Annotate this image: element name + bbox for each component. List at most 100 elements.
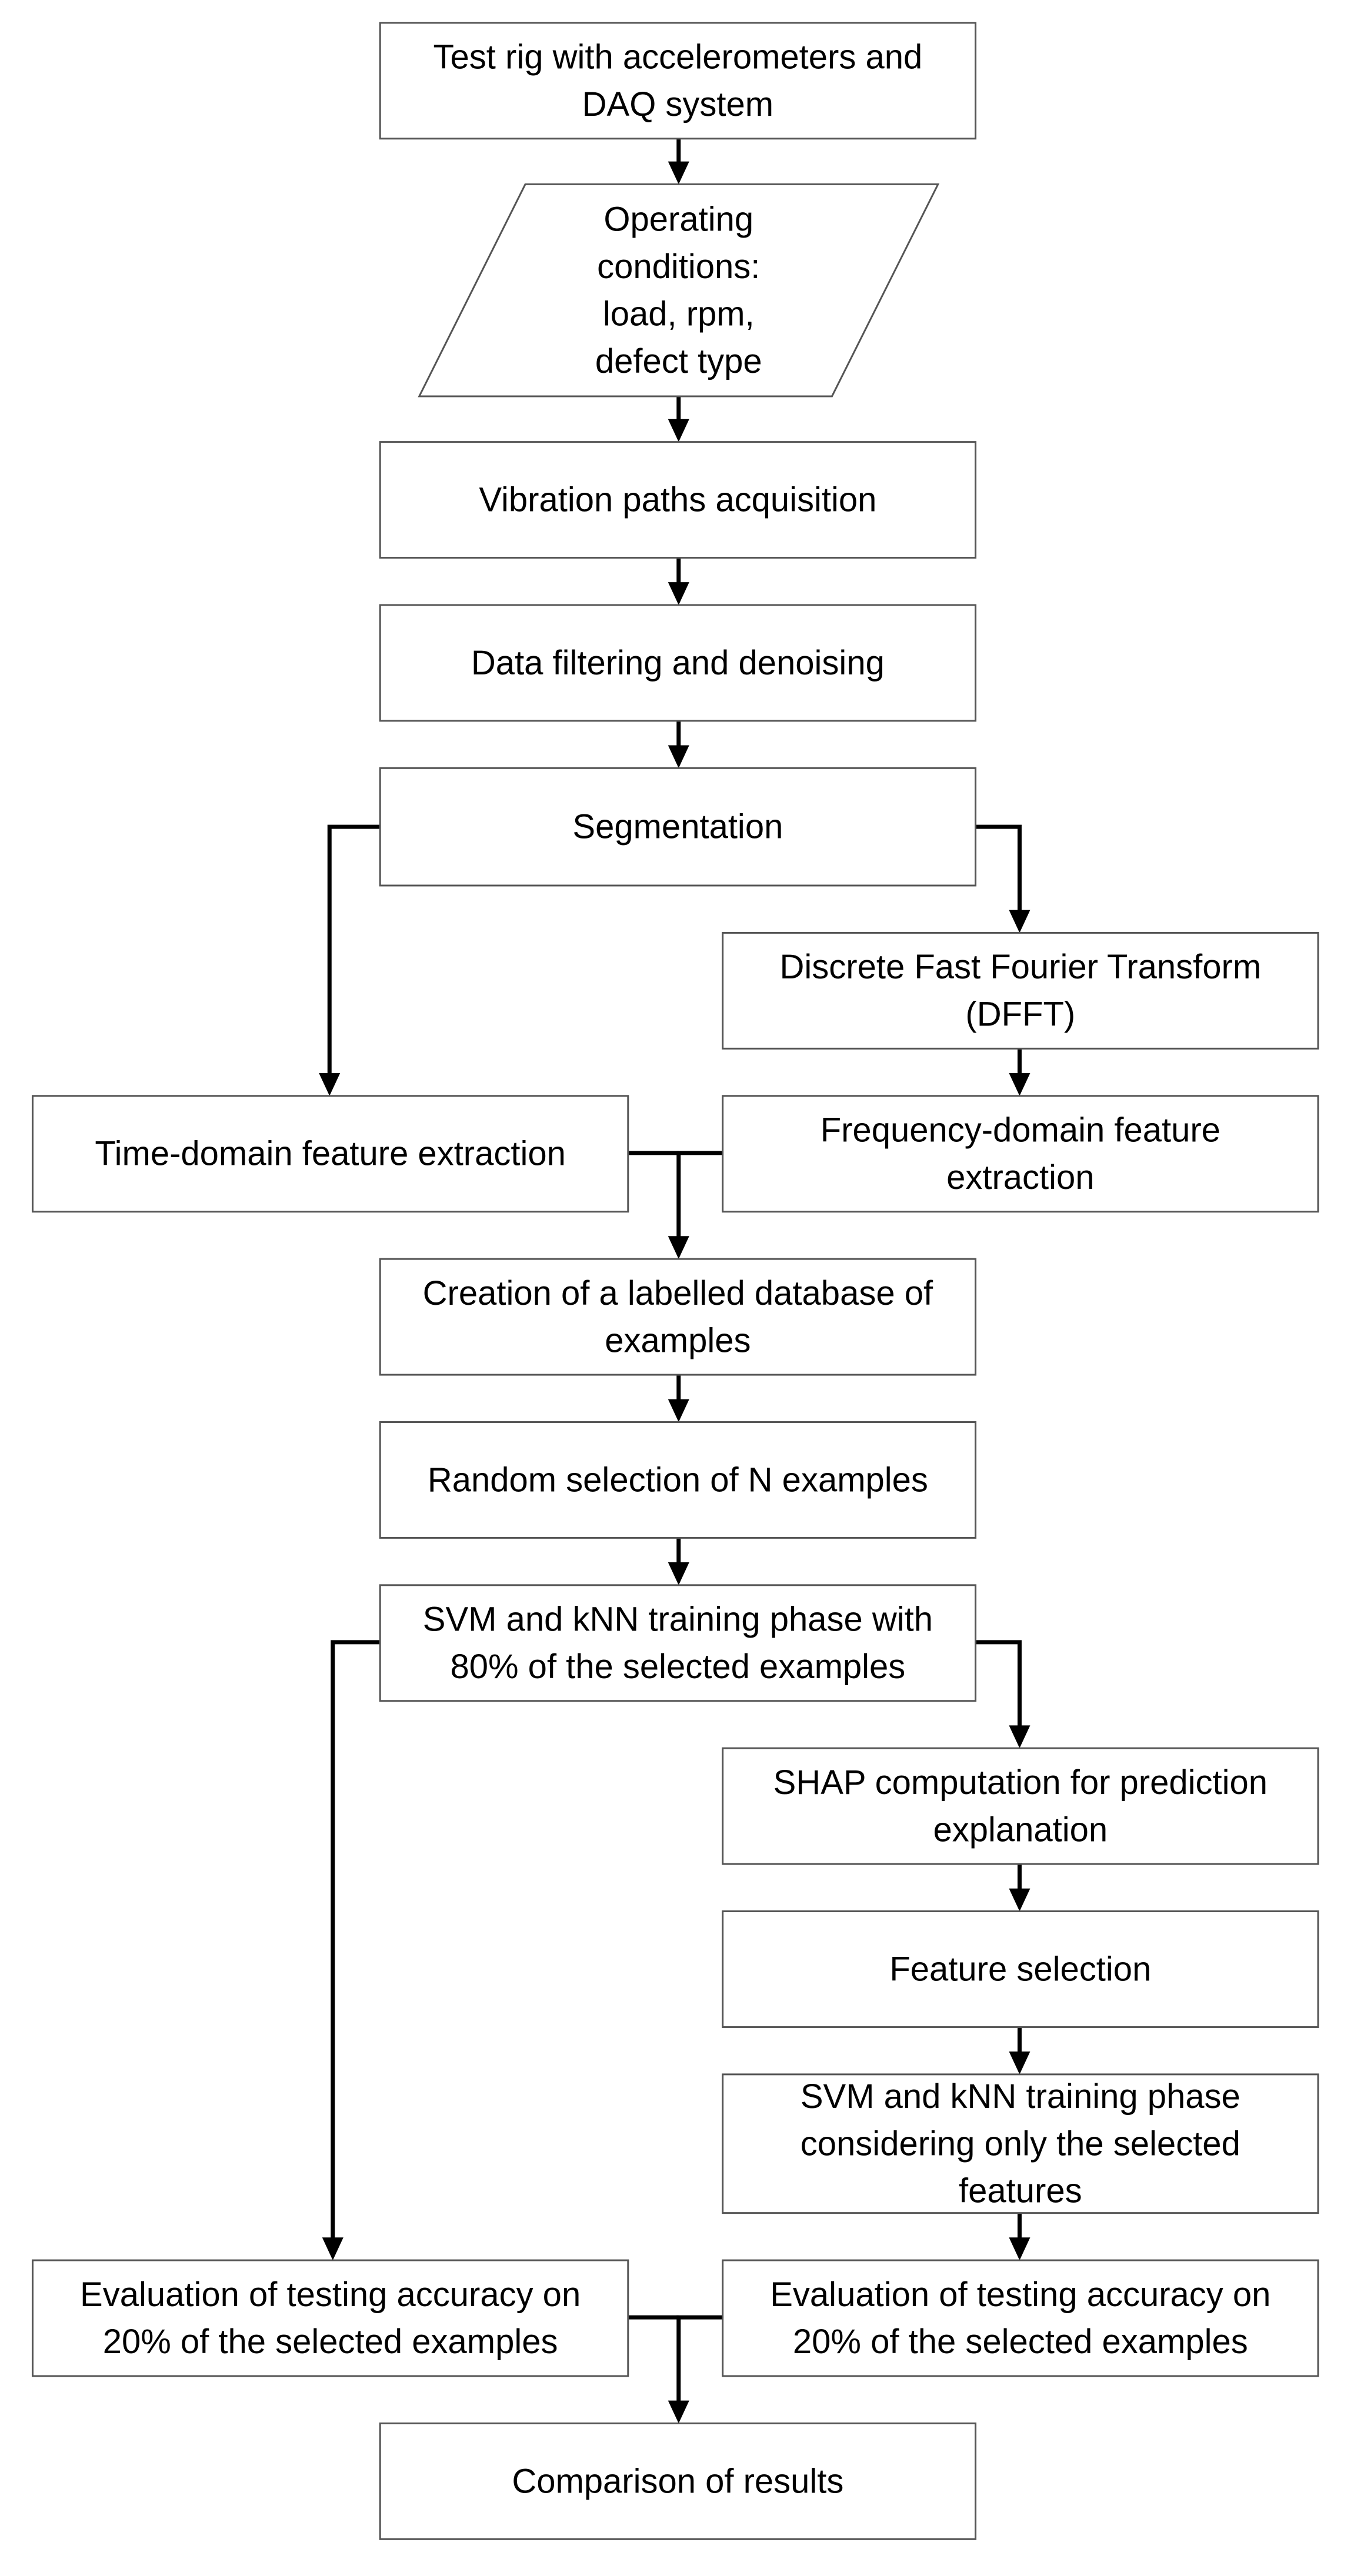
node-segmentation: Segmentation <box>379 767 977 887</box>
arrowhead-icon <box>668 1562 689 1585</box>
node-label-line: defect type <box>595 342 762 380</box>
connector-eval-right-to-comparison <box>668 2315 723 2424</box>
node-shape-rectangle <box>31 1095 629 1213</box>
connector-segmentation-to-time-domain <box>319 824 381 1096</box>
arrowhead-icon <box>668 582 689 605</box>
arrowhead-icon <box>1009 1725 1030 1749</box>
node-dfft: Discrete Fast Fourier Transform (DFFT) <box>722 931 1319 1050</box>
node-label-line: explanation <box>933 1810 1108 1849</box>
connector-data-filtering-to-segmentation <box>668 720 689 769</box>
node-shape-rectangle <box>379 604 977 722</box>
node-label-line: Feature selection <box>889 1950 1151 1988</box>
connector-test-rig-to-operating-conditions <box>668 138 689 185</box>
node-label-line: Segmentation <box>572 808 783 846</box>
connector-labelled-database-to-random-selection <box>668 1375 689 1422</box>
node-shape-rectangle <box>379 2422 977 2540</box>
node-label-line: conditions: <box>597 248 760 286</box>
node-label-line: SVM and kNN training phase <box>801 2077 1240 2116</box>
arrowhead-icon <box>1009 910 1030 933</box>
node-label-line: Evaluation of testing accuracy on <box>80 2276 581 2314</box>
node-shape-rectangle <box>379 1421 977 1539</box>
node-time-domain: Time-domain feature extraction <box>31 1095 629 1213</box>
node-shape-rectangle <box>722 1747 1319 1865</box>
arrowhead-icon <box>668 1399 689 1422</box>
node-label-line: load, rpm, <box>603 295 755 333</box>
node-training-80: SVM and kNN training phase with 80% of th… <box>379 1584 977 1702</box>
arrowhead-icon <box>668 419 689 442</box>
node-label-line: Time-domain feature extraction <box>95 1135 566 1173</box>
node-shape-parallelogram <box>418 183 940 397</box>
connector-training-80-to-shap <box>975 1640 1030 1749</box>
connector-line <box>676 2315 723 2402</box>
node-comparison: Comparison of results <box>379 2422 977 2540</box>
node-shape-rectangle <box>31 2259 629 2377</box>
node-label-line: considering only the selected <box>801 2124 1240 2163</box>
connector-training-selected-to-eval-right <box>1009 2213 1030 2261</box>
node-shape-rectangle <box>722 931 1319 1050</box>
node-label-line: 20% of the selected examples <box>103 2323 558 2361</box>
node-label-line: Evaluation of testing accuracy on <box>770 2276 1270 2314</box>
node-shape-rectangle <box>722 1910 1319 2028</box>
node-shape-rectangle <box>379 22 977 140</box>
node-shape-rectangle <box>379 1258 977 1376</box>
node-random-selection: Random selection of N examples <box>379 1421 977 1539</box>
arrowhead-icon <box>322 2237 343 2261</box>
node-label-line: (DFFT) <box>965 995 1075 1034</box>
connector-random-selection-to-training-80 <box>668 1538 689 1585</box>
connector-dfft-to-frequency-domain <box>1009 1048 1030 1096</box>
arrowhead-icon <box>319 1073 341 1096</box>
node-data-filtering: Data filtering and denoising <box>379 604 977 722</box>
node-label-line: SVM and kNN training phase with <box>423 1601 933 1639</box>
node-label-line: Comparison of results <box>512 2462 843 2500</box>
node-vibration-acquisition: Vibration paths acquisition <box>379 441 977 559</box>
node-shape-rectangle <box>379 441 977 559</box>
connector-training-80-to-eval-left <box>322 1640 381 2261</box>
node-label-line: SHAP computation for prediction <box>773 1763 1268 1802</box>
connector-feature-selection-to-training-selected <box>1009 2027 1030 2074</box>
arrowhead-icon <box>668 161 689 185</box>
node-label-line: Operating <box>603 201 753 239</box>
node-label-line: features <box>959 2172 1082 2210</box>
connector-vibration-acquisition-to-data-filtering <box>668 557 689 605</box>
node-label-line: examples <box>605 1321 751 1359</box>
arrowhead-icon <box>668 1236 689 1259</box>
arrowhead-icon <box>1009 1888 1030 1912</box>
node-operating-conditions: Operating conditions: load, rpm, defect typ… <box>418 183 940 397</box>
connector-line <box>331 1640 381 2239</box>
node-shap: SHAP computation for prediction explanati… <box>722 1747 1319 1865</box>
connector-operating-conditions-to-vibration-acquisition <box>668 396 689 442</box>
node-shape-rectangle <box>379 1584 977 1702</box>
arrowhead-icon <box>1009 2237 1030 2261</box>
node-label-line: 80% of the selected examples <box>450 1648 905 1686</box>
node-label-line: extraction <box>946 1158 1094 1197</box>
node-training-selected: SVM and kNN training phase considering on… <box>722 2073 1319 2214</box>
connector-segmentation-to-dfft <box>975 824 1030 933</box>
node-shape-rectangle <box>379 767 977 887</box>
node-label-line: Creation of a labelled database of <box>423 1274 933 1312</box>
connector-line <box>676 1151 723 1238</box>
arrowhead-icon <box>1009 2052 1030 2074</box>
node-shape-rectangle <box>722 2073 1319 2214</box>
node-label-line: Discrete Fast Fourier Transform <box>780 948 1262 986</box>
node-label-line: Test rig with accelerometers and <box>433 38 923 76</box>
node-label-line: Frequency-domain feature <box>821 1111 1220 1150</box>
connector-line <box>327 824 381 1074</box>
arrowhead-icon <box>668 2400 689 2424</box>
node-labelled-database: Creation of a labelled database of exampl… <box>379 1258 977 1376</box>
node-label-line: Data filtering and denoising <box>471 644 885 682</box>
node-label-line: Random selection of N examples <box>428 1461 928 1499</box>
node-feature-selection: Feature selection <box>722 1910 1319 2028</box>
connector-line <box>975 1640 1022 1727</box>
arrowhead-icon <box>668 745 689 769</box>
node-eval-left: Evaluation of testing accuracy on 20% of … <box>31 2259 629 2377</box>
node-shape-rectangle <box>722 1095 1319 1213</box>
node-label-line: DAQ system <box>582 85 774 123</box>
connector-line <box>975 824 1022 911</box>
connector-frequency-domain-to-labelled-database <box>668 1151 723 1259</box>
node-label-line: Vibration paths acquisition <box>479 481 876 519</box>
edges-layer <box>319 138 1030 2424</box>
node-shape-rectangle <box>722 2259 1319 2377</box>
